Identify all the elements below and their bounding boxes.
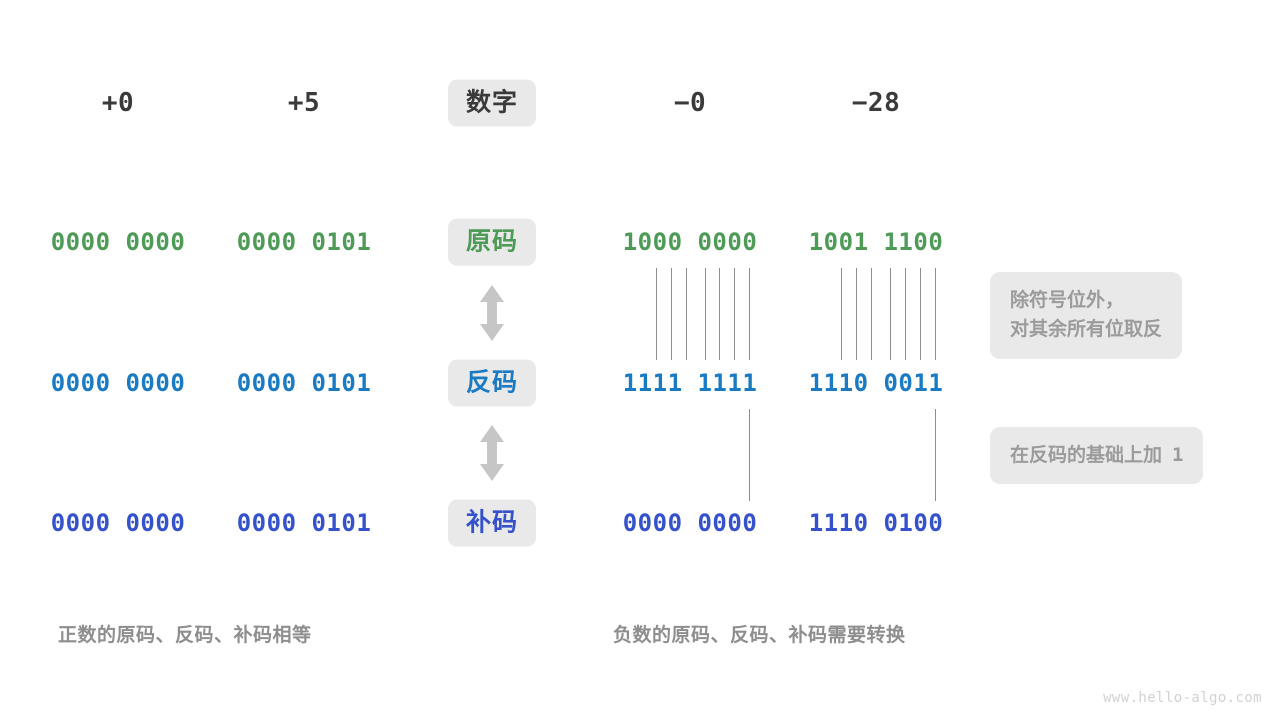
caption-positive-numbers: 正数的原码、反码、补码相等 [58, 624, 312, 646]
bits-twos-complement-neg28: 1110 0100 [808, 509, 944, 537]
annotation-add-one-text: 在反码的基础上加 [1010, 444, 1163, 466]
bit-connector-line [686, 268, 687, 360]
bits-sign-magnitude-neg28: 1001 1100 [808, 228, 944, 256]
bits-sign-magnitude-pos0: 0000 0000 [50, 228, 186, 256]
double-vertical-arrow-icon [477, 284, 507, 342]
bit-connector-line [920, 268, 921, 360]
header-value-neg0: −0 [673, 88, 707, 118]
bits-ones-complement-pos5: 0000 0101 [236, 369, 372, 397]
bits-twos-complement-pos5: 0000 0101 [236, 509, 372, 537]
annotation-add-one-value: 1 [1172, 444, 1184, 466]
watermark: www.hello-algo.com [1103, 690, 1262, 706]
bit-connector-line [905, 268, 906, 360]
bits-sign-magnitude-pos5: 0000 0101 [236, 228, 372, 256]
bits-twos-complement-neg0: 0000 0000 [622, 509, 758, 537]
row-header-chip-number: 数字 [447, 79, 537, 127]
header-value-pos0: +0 [101, 88, 135, 118]
bit-connector-line [935, 268, 936, 360]
row-label-sign-magnitude: 原码 [447, 218, 537, 266]
bit-connector-line [719, 268, 720, 360]
bit-connector-line [856, 268, 857, 360]
bits-twos-complement-pos0: 0000 0000 [50, 509, 186, 537]
annotation-add-one: 在反码的基础上加 1 [990, 427, 1204, 485]
carry-connector-line [935, 409, 936, 501]
carry-connector-line [749, 409, 750, 501]
bit-connector-line [671, 268, 672, 360]
caption-negative-numbers: 负数的原码、反码、补码需要转换 [613, 624, 906, 646]
row-label-ones-complement: 反码 [447, 359, 537, 407]
annotation-invert-bits: 除符号位外， 对其余所有位取反 [990, 272, 1183, 359]
bit-connector-line [890, 268, 891, 360]
bit-connector-line [841, 268, 842, 360]
annotation-invert-bits-line1: 除符号位外， [1010, 289, 1125, 311]
bits-ones-complement-pos0: 0000 0000 [50, 369, 186, 397]
bits-ones-complement-neg28: 1110 0011 [808, 369, 944, 397]
bit-connector-line [705, 268, 706, 360]
double-vertical-arrow-icon [477, 424, 507, 482]
bit-connector-line [871, 268, 872, 360]
header-value-pos5: +5 [287, 88, 321, 118]
bits-ones-complement-neg0: 1111 1111 [622, 369, 758, 397]
row-label-twos-complement: 补码 [447, 499, 537, 547]
header-value-neg28: −28 [851, 88, 901, 118]
bits-sign-magnitude-neg0: 1000 0000 [622, 228, 758, 256]
annotation-invert-bits-line2: 对其余所有位取反 [1010, 318, 1163, 341]
bit-connector-line [749, 268, 750, 360]
bit-connector-line [734, 268, 735, 360]
bit-connector-line [656, 268, 657, 360]
